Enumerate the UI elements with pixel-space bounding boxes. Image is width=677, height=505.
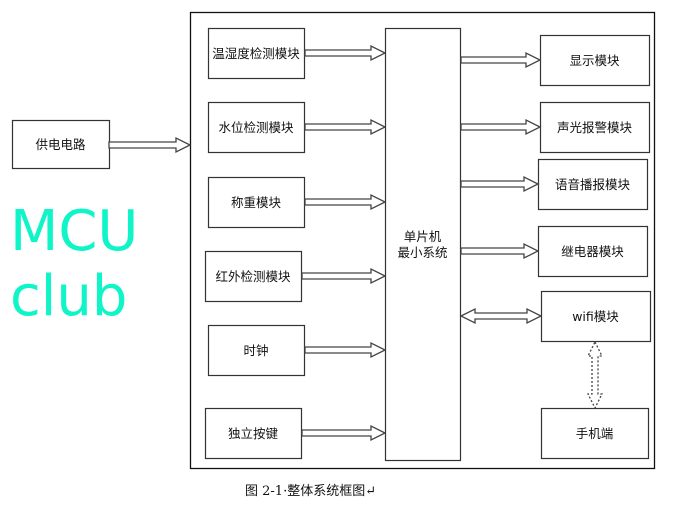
input-module-2: 称重模块 [207,176,306,229]
output-module-4: wifi模块 [540,290,652,343]
input-module-4-label: 时钟 [243,343,268,358]
input-module-5: 独立按键 [204,407,303,460]
input-module-0: 温湿度检测模块 [207,27,306,80]
output-arrow-2 [460,175,540,193]
input-module-1-label: 水位检测模块 [218,120,294,135]
power-supply-box: 供电电路 [11,119,111,170]
figure-caption: 图 2-1·整体系统框图↵ [245,484,376,499]
input-module-1: 水位检测模块 [207,101,306,154]
output-module-0-label: 显示模块 [569,53,620,68]
input-arrow-1 [304,118,387,136]
input-module-0-label: 温湿度检测模块 [212,46,300,61]
input-arrow-5 [301,424,387,442]
output-module-4-label: wifi模块 [572,309,619,324]
output-module-3-label: 继电器模块 [561,244,624,259]
phone-box-label: 手机端 [576,426,614,441]
phone-box: 手机端 [540,407,650,460]
input-module-5-label: 独立按键 [228,426,279,441]
input-arrow-2 [304,193,387,211]
wifi-phone-wireless-link [586,340,604,410]
output-module-2-border [537,158,649,211]
output-arrow-1 [460,118,542,136]
input-module-5-border [204,407,303,460]
output-module-3: 继电器模块 [537,225,649,278]
input-module-2-border [207,176,306,229]
output-module-0: 显示模块 [539,34,651,87]
input-module-2-label: 称重模块 [231,195,282,210]
input-module-1-border [207,101,306,154]
mcu-box-label: 单片机 [404,229,442,244]
output-module-2-label: 语音播报模块 [555,177,631,192]
mcu-box-label: 最小系统 [397,245,447,260]
wifi-bidirectional-arrow [459,307,543,325]
input-module-0-border [207,27,306,80]
input-arrow-4 [304,341,387,359]
output-module-1-border [539,101,651,154]
power-supply-box-label: 供电电路 [35,137,86,152]
mcu-box-border [384,27,462,462]
output-module-1: 声光报警模块 [539,101,651,154]
output-module-1-label: 声光报警模块 [557,120,633,135]
phone-box-border [540,407,650,460]
output-module-3-border [537,225,649,278]
output-module-2: 语音播报模块 [537,158,649,211]
input-arrow-0 [304,44,387,62]
output-module-4-border [540,290,652,343]
input-module-3-label: 红外检测模块 [215,269,291,284]
output-module-0-border [539,34,651,87]
input-arrow-3 [301,267,387,285]
power-supply-box-border [11,119,111,170]
power-arrow [108,136,192,154]
output-arrow-0 [460,51,542,69]
input-module-3: 红外检测模块 [204,250,303,303]
input-module-4: 时钟 [207,324,306,377]
input-module-3-border [204,250,303,303]
output-arrow-3 [460,242,540,260]
